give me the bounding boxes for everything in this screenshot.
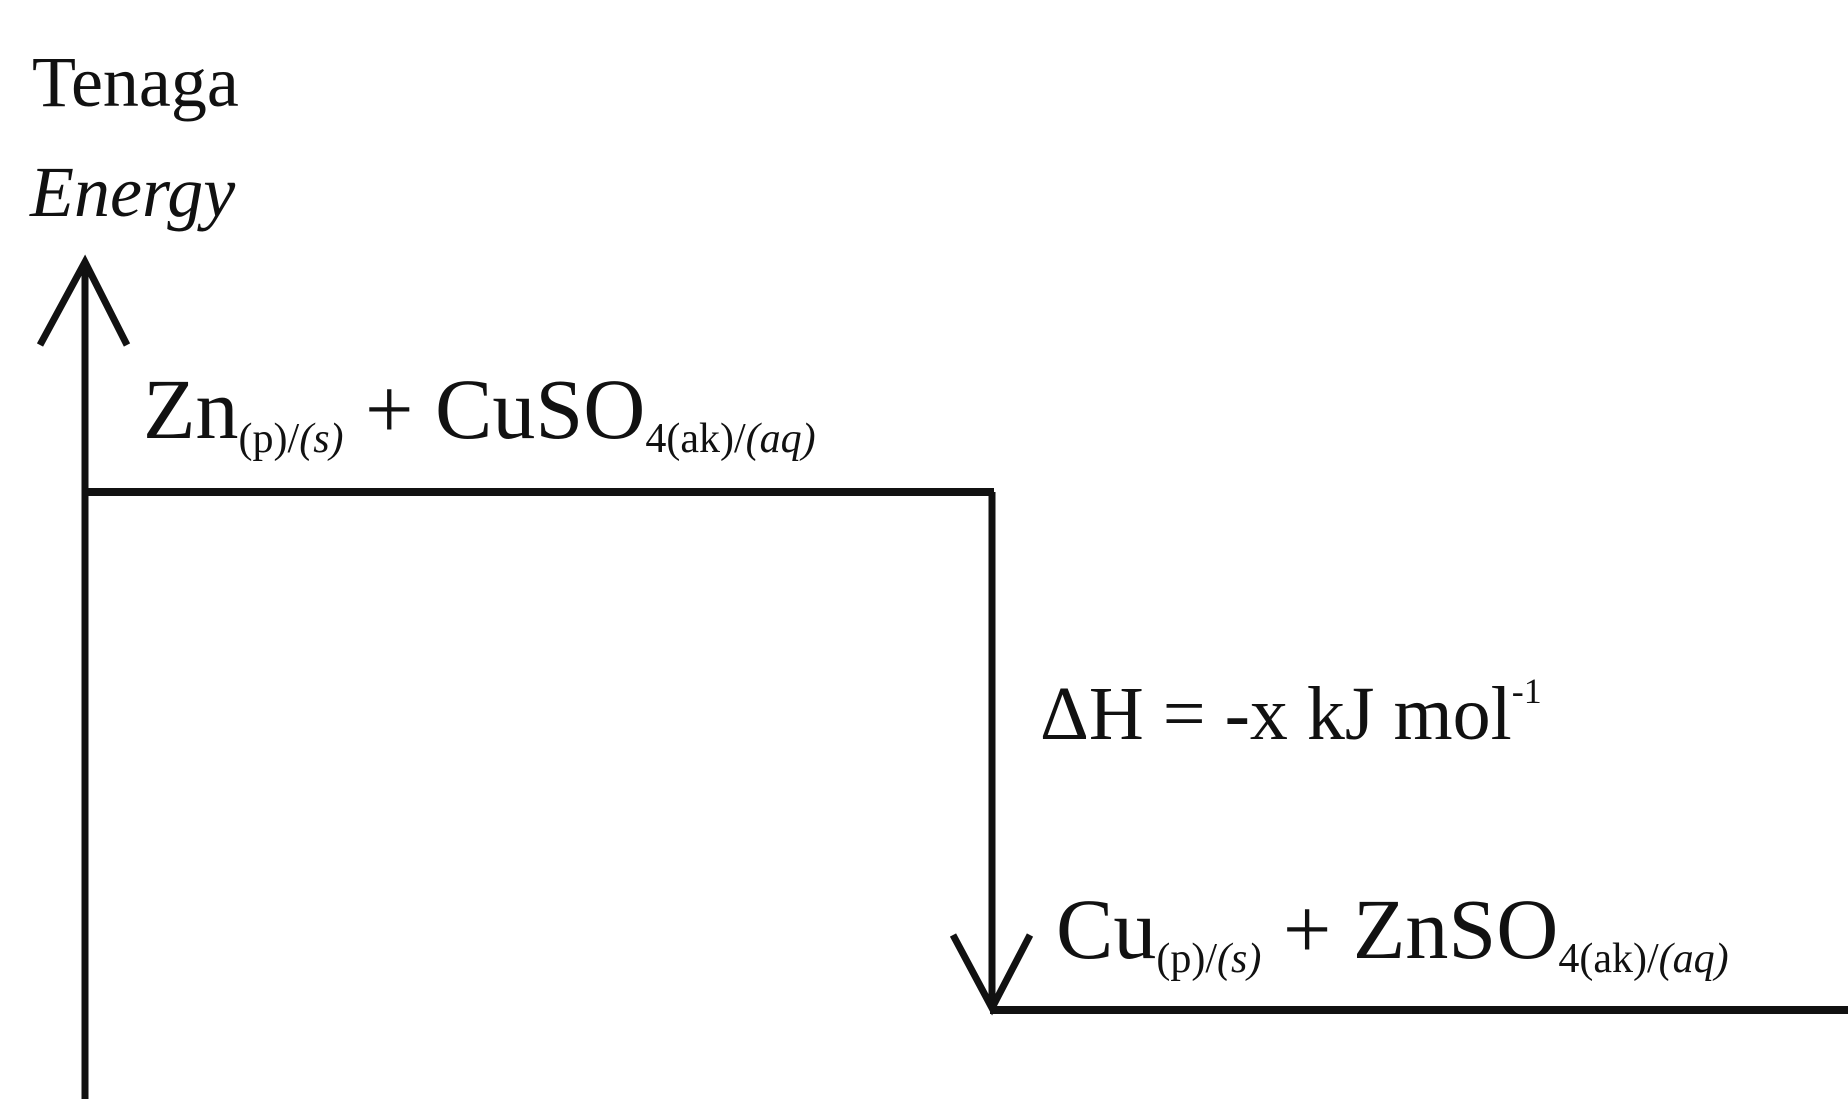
axis-title-malay: Tenaga [32, 42, 239, 122]
product-copper: Cu [1056, 881, 1157, 977]
plus-sign: + [343, 361, 436, 457]
enthalpy-unit-exponent: -1 [1511, 671, 1542, 711]
axis-title-english: Energy [30, 152, 236, 232]
reactant-zinc-state: (p)/(s) [238, 416, 344, 462]
product-copper-state: (p)/(s) [1156, 936, 1262, 982]
products-label: Cu(p)/(s) + ZnSO4(ak)/(aq) [1056, 886, 1729, 980]
reactant-zinc: Zn [143, 361, 239, 457]
energy-axis-arrowhead [36, 254, 131, 347]
enthalpy-change-label: ΔH = -x kJ mol-1 [1040, 671, 1542, 756]
reactant-copper-sulfate: CuSO [435, 361, 646, 457]
reactants-label: Zn(p)/(s) + CuSO4(ak)/(aq) [143, 366, 816, 460]
plus-sign: + [1261, 881, 1353, 977]
reactant-copper-sulfate-state: 4(ak)/(aq) [645, 416, 816, 462]
product-zinc-sulfate-state: 4(ak)/(aq) [1558, 936, 1729, 982]
product-zinc-sulfate: ZnSO [1352, 881, 1559, 977]
